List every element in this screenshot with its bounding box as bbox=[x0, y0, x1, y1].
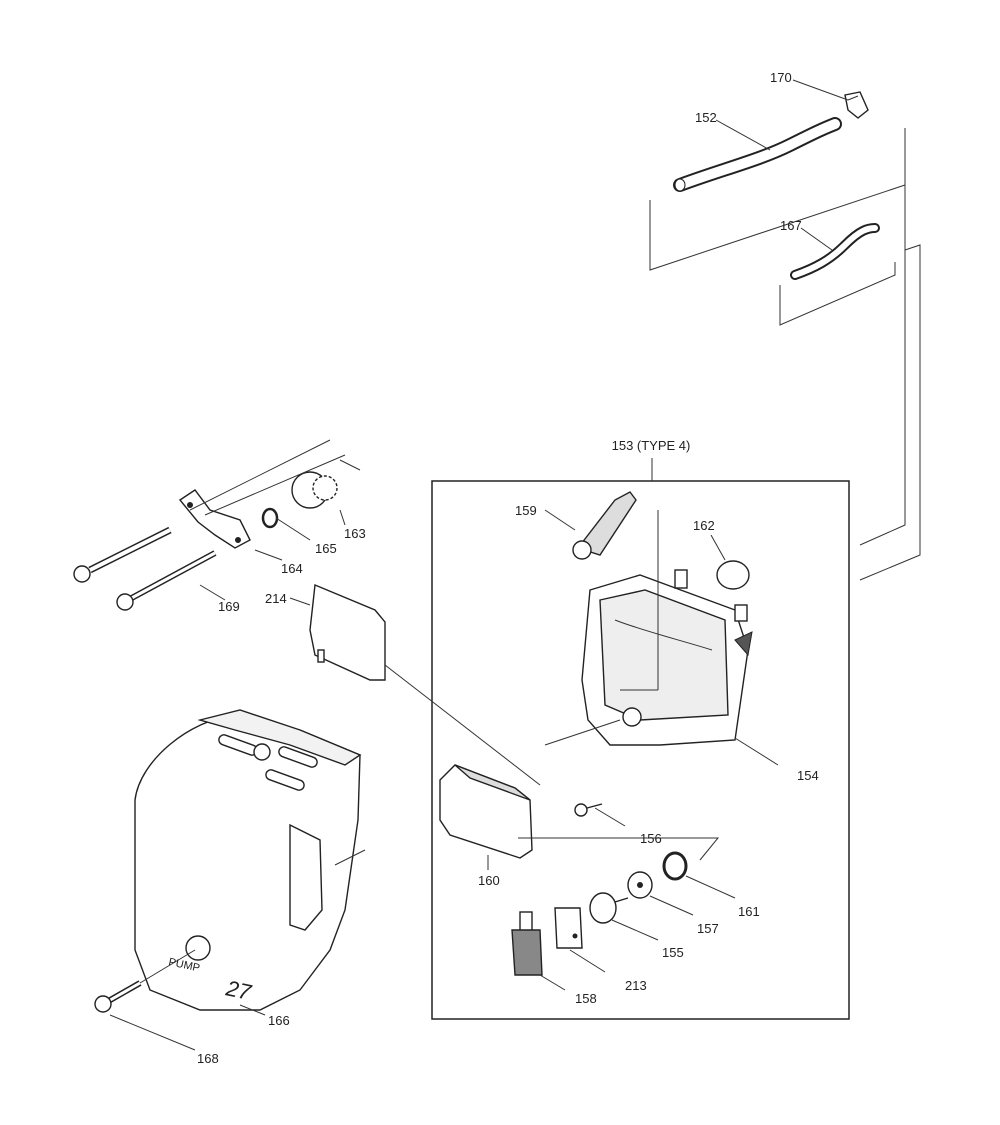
screw-156 bbox=[574, 803, 603, 817]
disc-157 bbox=[627, 871, 653, 899]
label-157: 157 bbox=[697, 921, 719, 936]
gear-163 bbox=[291, 471, 338, 509]
label-214: 214 bbox=[265, 591, 287, 606]
group-box-153 bbox=[431, 480, 850, 1020]
label-154: 154 bbox=[797, 768, 819, 783]
screw-169 bbox=[116, 550, 217, 611]
hose-167 bbox=[790, 223, 880, 280]
label-167: 167 bbox=[780, 218, 802, 233]
cover-model-text: 27 bbox=[223, 975, 254, 1005]
bolt-168 bbox=[94, 949, 196, 1051]
label-162: 162 bbox=[693, 518, 715, 533]
bracket-164 bbox=[178, 489, 251, 549]
label-164: 164 bbox=[281, 561, 303, 576]
filter-base-154 bbox=[581, 569, 753, 746]
label-152: 152 bbox=[695, 110, 717, 125]
label-161: 161 bbox=[738, 904, 760, 919]
label-160: 160 bbox=[478, 873, 500, 888]
label-170: 170 bbox=[770, 70, 792, 85]
clip-170 bbox=[844, 91, 869, 119]
label-165: 165 bbox=[315, 541, 337, 556]
label-213: 213 bbox=[625, 978, 647, 993]
label-168: 168 bbox=[197, 1051, 219, 1066]
bracket-158 bbox=[511, 911, 543, 976]
oring-162 bbox=[716, 560, 750, 590]
cover-166 bbox=[134, 709, 366, 1011]
label-group-153: 153 (TYPE 4) bbox=[612, 438, 691, 453]
leader-166 bbox=[239, 1004, 266, 1016]
washer-165 bbox=[261, 507, 279, 529]
left-leader-lines bbox=[189, 439, 541, 786]
plate-214 bbox=[309, 583, 386, 681]
hose-bounding-lines bbox=[649, 128, 921, 581]
label-169: 169 bbox=[218, 599, 240, 614]
ring-161 bbox=[662, 851, 688, 881]
hose-leaders bbox=[715, 79, 849, 251]
labels: 153 (TYPE 4) 170 152 167 159 162 154 156… bbox=[167, 70, 818, 1066]
choke-lever-159 bbox=[572, 491, 637, 560]
hose-152 bbox=[673, 117, 842, 192]
bolt-upper bbox=[73, 526, 172, 583]
leader-lines-group bbox=[487, 509, 779, 991]
label-159: 159 bbox=[515, 503, 537, 518]
valve-155 bbox=[589, 892, 629, 924]
label-156: 156 bbox=[640, 831, 662, 846]
label-166: 166 bbox=[268, 1013, 290, 1028]
plate-213 bbox=[554, 907, 583, 949]
label-155: 155 bbox=[662, 945, 684, 960]
filter-element-160 bbox=[439, 764, 533, 859]
label-163: 163 bbox=[344, 526, 366, 541]
label-158: 158 bbox=[575, 991, 597, 1006]
